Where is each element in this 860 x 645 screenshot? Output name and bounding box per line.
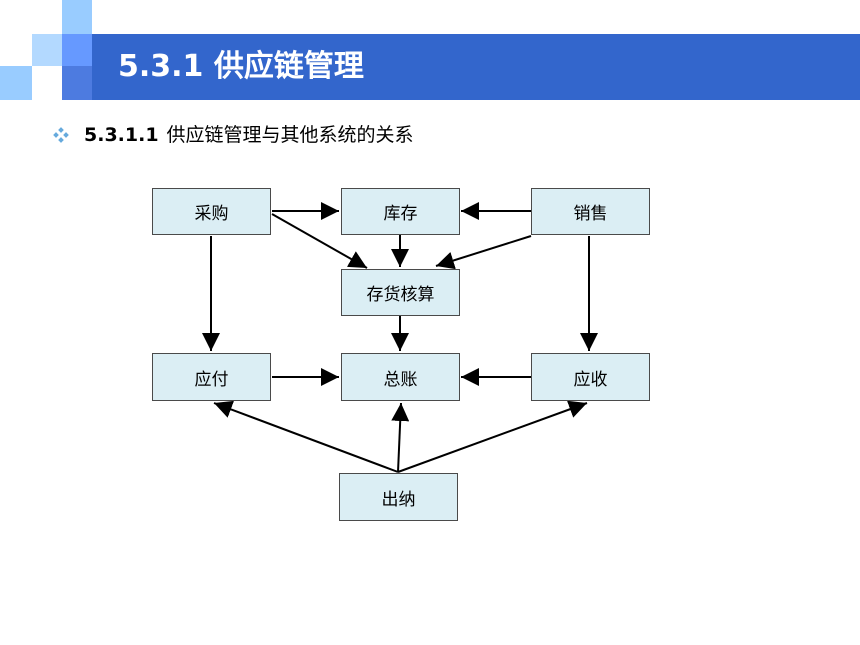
edge-cashier-ledger xyxy=(391,402,410,473)
decor-square-5 xyxy=(62,66,92,100)
section-heading: 5.3.1.1 供应链管理与其他系统的关系 xyxy=(84,120,414,150)
edge-purchase-inventory-accounting xyxy=(271,213,368,269)
title-bar xyxy=(92,34,860,100)
node-cashier: 出纳 xyxy=(339,473,458,521)
node-inventory-accounting: 存货核算 xyxy=(341,269,460,316)
node-sales: 销售 xyxy=(531,188,650,235)
decor-square-2 xyxy=(62,34,92,66)
node-ledger: 总账 xyxy=(341,353,460,401)
node-receivable: 应收 xyxy=(531,353,650,401)
node-purchase: 采购 xyxy=(152,188,271,235)
edge-cashier-receivable xyxy=(397,400,588,473)
diamond-bullet-icon xyxy=(53,127,69,143)
decor-square-3 xyxy=(32,34,62,66)
decor-square-4 xyxy=(0,66,32,100)
section-number: 5.3.1.1 xyxy=(84,124,159,146)
edge-sales-inventory-accounting xyxy=(435,235,532,270)
section-title: 供应链管理与其他系统的关系 xyxy=(166,124,414,146)
node-payable: 应付 xyxy=(152,353,271,401)
decor-square-1 xyxy=(62,0,92,34)
slide-title: 5.3.1 供应链管理 xyxy=(118,49,364,84)
edge-cashier-payable xyxy=(213,400,399,473)
node-inventory: 库存 xyxy=(341,188,460,235)
